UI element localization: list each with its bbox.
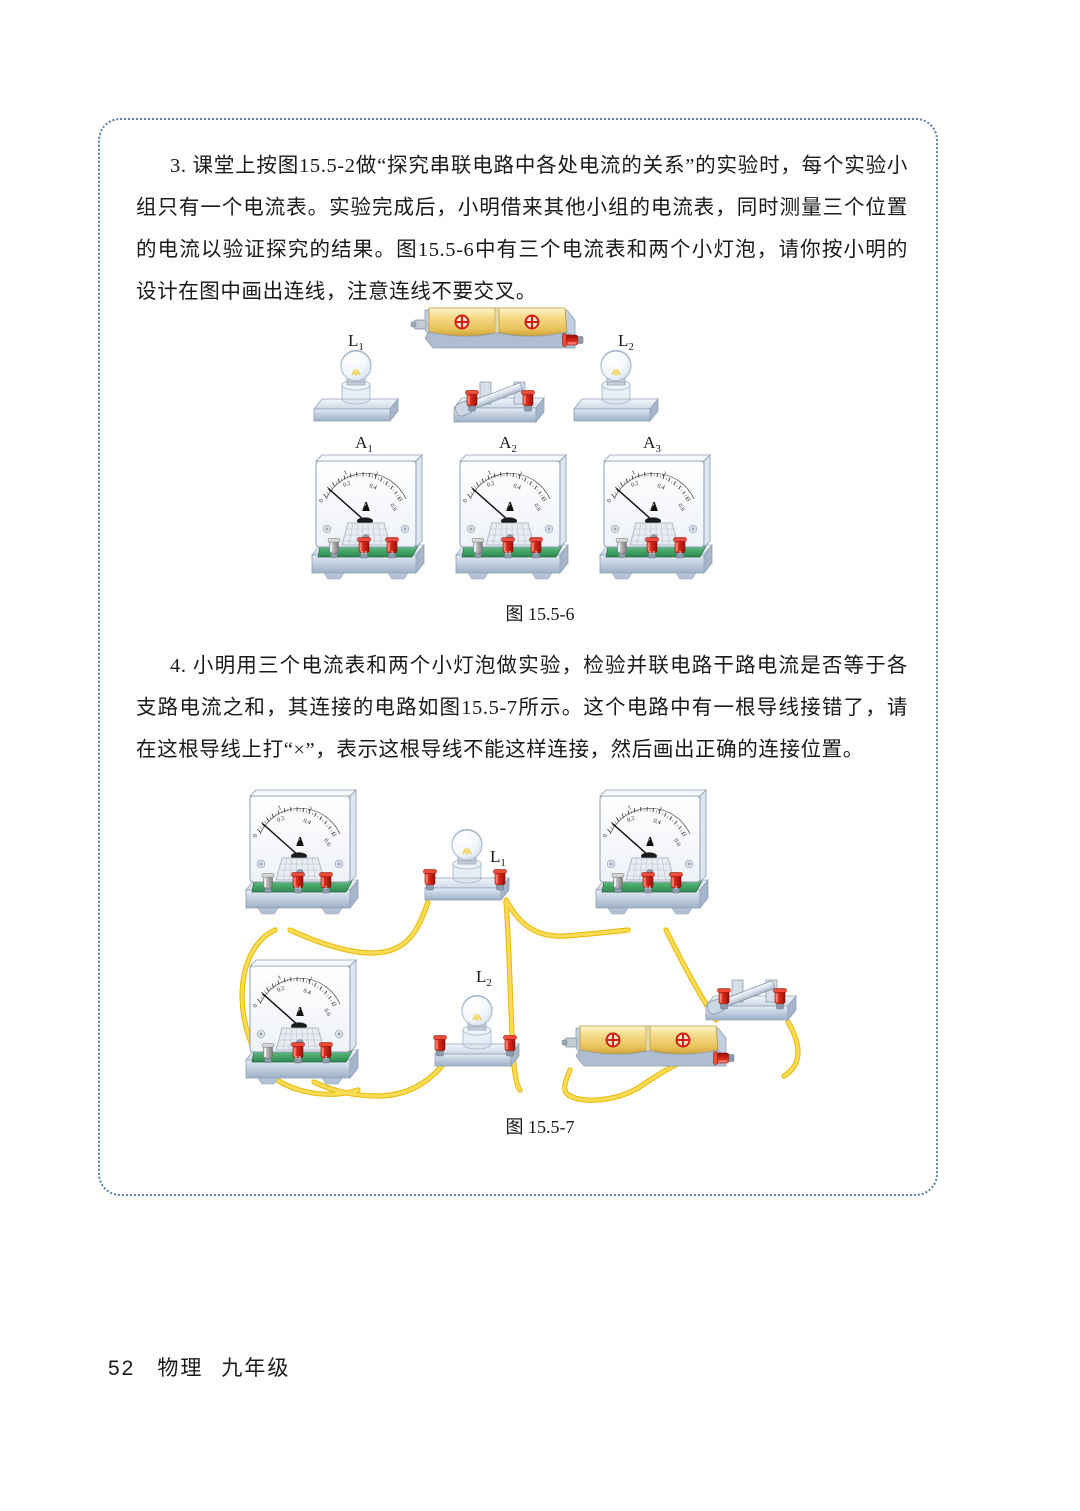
question-4-body: 小明用三个电流表和两个小灯泡做实验，检验并联电路干路电流是否等于各支路电流之和，… [136, 655, 908, 761]
subject-name: 物理 [157, 1357, 204, 1380]
grade-name: 九年级 [221, 1357, 291, 1380]
ammeter-top-left-fig2 [246, 790, 358, 914]
question-4-number: 4. [170, 655, 187, 677]
lamp-L1-label-fig1: L1 [348, 331, 364, 353]
question-3-body: 课堂上按图15.5-2做“探究串联电路中各处电流的关系”的实验时，每个实验小组只… [136, 155, 908, 303]
battery-holder-fig1 [411, 308, 583, 348]
page-number: 52 [108, 1357, 136, 1380]
ammeter-bottom-left-fig2 [246, 960, 358, 1084]
question-4-text: 4. 小明用三个电流表和两个小灯泡做实验，检验并联电路干路电流是否等于各支路电流… [136, 645, 908, 771]
figure-15-5-6: 0 1 2 3 0.2 0.4 0.6 A [300, 298, 720, 590]
content-frame-border [98, 118, 938, 1196]
ammeter-A2-label-fig1: A2 [499, 433, 517, 455]
ammeter-A3-label-fig1: A3 [643, 433, 661, 455]
figure-15-5-7-drawing: L1 L2 [239, 770, 801, 1103]
lamp-L2-fig1 [573, 349, 659, 422]
lamp-L2-label-fig1: L2 [618, 331, 634, 353]
page-footer: 52 物理九年级 [108, 1352, 290, 1382]
question-3-text: 3. 课堂上按图15.5-2做“探究串联电路中各处电流的关系”的实验时，每个实验… [136, 145, 908, 313]
ammeter-A3-fig1 [600, 455, 712, 579]
figure-15-5-7-caption: 图 15.5-7 [505, 1117, 575, 1137]
lamp-L1-fig1 [313, 349, 399, 422]
battery-holder-fig2 [562, 1026, 734, 1066]
switch-fig1 [454, 380, 544, 422]
ammeter-top-right-fig2 [596, 790, 708, 914]
lamp-L2-label-fig2: L2 [476, 967, 492, 989]
figure-15-5-6-caption: 图 15.5-6 [505, 604, 575, 624]
lamp-L1-label-fig2: L1 [490, 847, 506, 869]
figure-15-5-6-drawing: 0 1 2 3 0.2 0.4 0.6 A [300, 298, 720, 590]
ammeter-A1-label-fig1: A1 [355, 433, 373, 455]
question-3-number: 3. [170, 155, 187, 177]
ammeter-A1-fig1 [312, 455, 424, 579]
switch-fig2 [706, 978, 796, 1020]
ammeter-A2-fig1 [456, 455, 568, 579]
figure-15-5-7: L1 L2 [218, 770, 890, 1110]
